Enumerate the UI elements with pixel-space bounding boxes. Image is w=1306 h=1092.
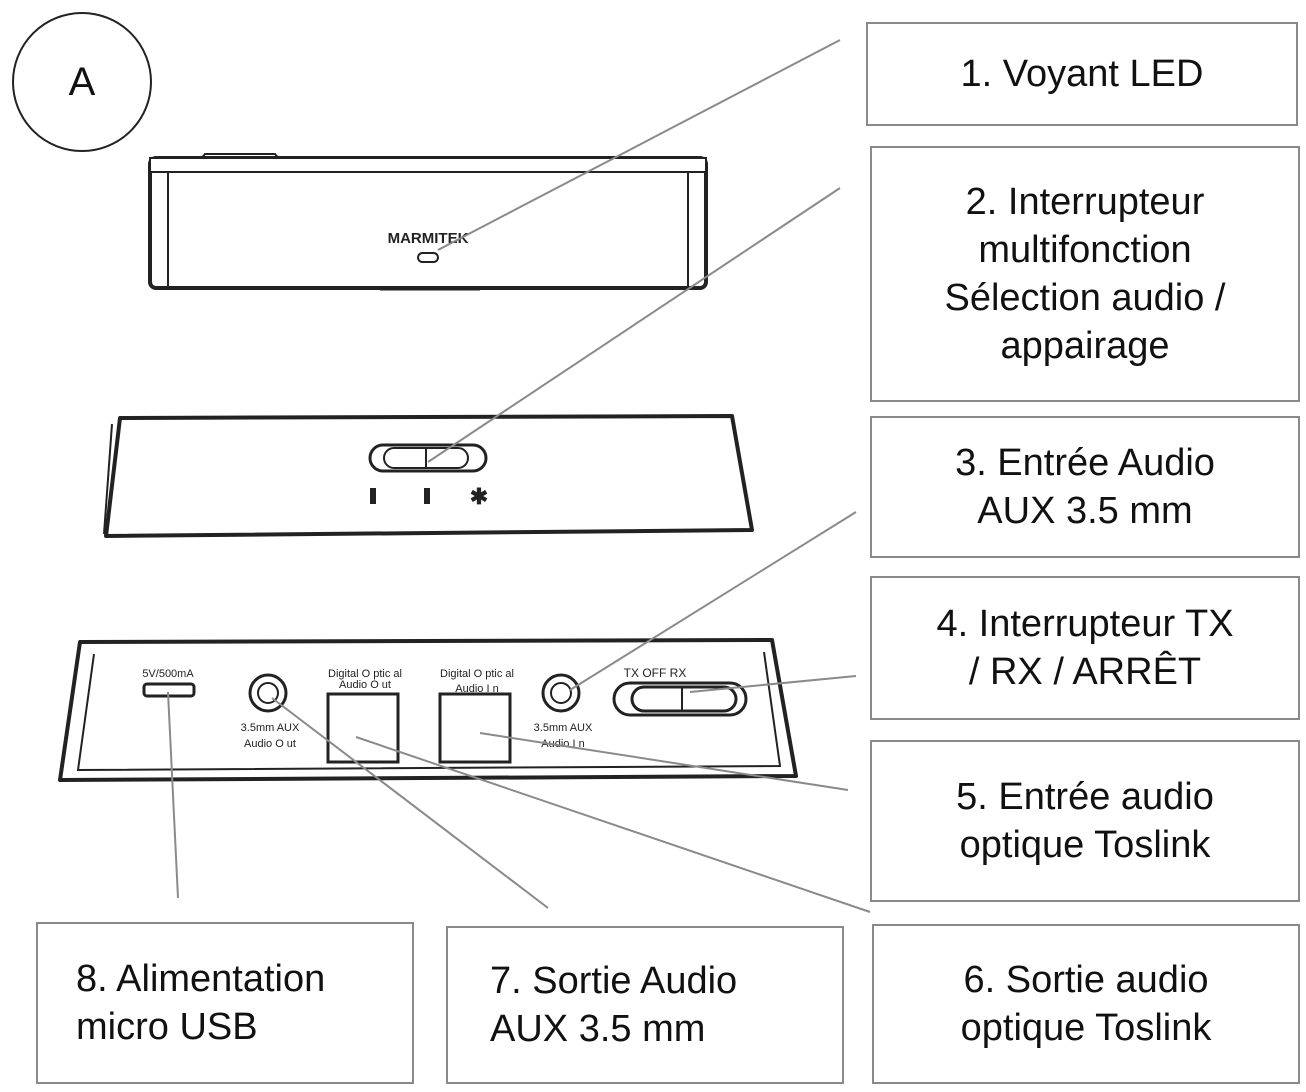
callout-tx-rx-switch: 4. Interrupteur TX / RX / ARRÊT <box>870 576 1300 720</box>
callout-led: 1. Voyant LED <box>866 22 1298 126</box>
callout-optical-input-line-1: 5. Entrée audio <box>956 776 1214 818</box>
callout-optical-output: 6. Sortie audio optique Toslink <box>872 924 1300 1084</box>
callout-multifunction-switch: 2. Interrupteur multifonction Sélection … <box>870 146 1300 402</box>
callout-aux-input: 3. Entrée Audio AUX 3.5 mm <box>870 416 1300 558</box>
aux-in-label-1: 3.5mm AUX <box>534 722 593 734</box>
callout-tx-rx-switch-line-2: / RX / ARRÊT <box>968 651 1202 693</box>
callout-aux-input-line-2: AUX 3.5 mm <box>977 490 1193 532</box>
callout-optical-output-line-2: optique Toslink <box>960 1007 1212 1049</box>
tx-rx-switch-label: TX OFF RX <box>624 666 687 680</box>
bluetooth-icon: ✱ <box>470 484 488 509</box>
callout-multifunction-switch-line-2: multifonction <box>978 229 1192 271</box>
callout-multifunction-switch-line-4: appairage <box>1000 325 1170 367</box>
mode-icon-1 <box>370 488 376 504</box>
optical-in-label-1: Digital O ptic al <box>440 668 514 680</box>
mode-icon-2 <box>424 488 430 504</box>
callout-aux-input-line-1: 3. Entrée Audio <box>955 442 1215 484</box>
optical-out-label-2: Audio O ut <box>339 679 391 691</box>
device-front-view: MARMITEK <box>148 153 708 291</box>
figure-badge: A <box>12 12 152 152</box>
led-indicator <box>417 252 439 263</box>
device-bottom-view: ✱ <box>103 414 754 538</box>
optical-in-label-2: Audio I n <box>455 683 498 695</box>
optical-out-label-1: Digital O ptic al <box>328 668 402 680</box>
callout-aux-output-line-1: 7. Sortie Audio <box>490 960 738 1002</box>
callout-optical-input: 5. Entrée audio optique Toslink <box>870 740 1300 902</box>
callout-tx-rx-switch-line-1: 4. Interrupteur TX <box>936 603 1234 645</box>
callout-multifunction-switch-line-1: 2. Interrupteur <box>965 181 1205 223</box>
leader-lines <box>167 39 871 913</box>
callout-optical-input-line-2: optique Toslink <box>959 824 1211 866</box>
callout-aux-output: 7. Sortie Audio AUX 3.5 mm <box>446 926 844 1084</box>
optical-in-port <box>438 692 512 764</box>
callout-usb-power-line-2: micro USB <box>76 1006 258 1048</box>
aux-out-label-1: 3.5mm AUX <box>241 722 300 734</box>
callout-usb-power-line-1: 8. Alimentation <box>76 958 326 1000</box>
tx-rx-switch-knob <box>630 685 738 713</box>
callout-led-line-1: 1. Voyant LED <box>960 53 1204 95</box>
callout-usb-power: 8. Alimentation micro USB <box>36 922 414 1084</box>
callout-multifunction-switch-line-3: Sélection audio / <box>944 277 1226 319</box>
power-port-label: 5V/500mA <box>142 668 194 680</box>
callout-optical-output-line-1: 6. Sortie audio <box>963 959 1209 1001</box>
aux-out-label-2: Audio O ut <box>244 738 296 750</box>
device-rear-view: 5V/500mA 3.5mm AUX Audio O ut Digital O … <box>58 638 798 782</box>
callout-aux-output-line-2: AUX 3.5 mm <box>490 1008 706 1050</box>
brand-logo: MARMITEK <box>388 230 469 247</box>
optical-out-port <box>326 692 400 764</box>
